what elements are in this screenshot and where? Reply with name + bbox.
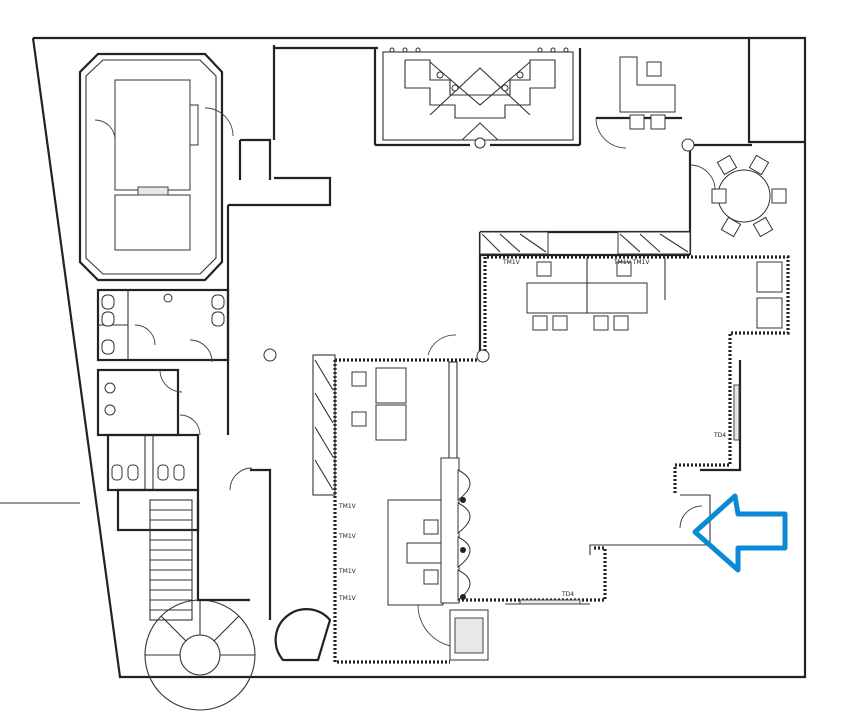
label-tm1v: TM1V TM1V — [613, 259, 650, 266]
car-room — [78, 52, 234, 282]
sofa-bank — [440, 457, 471, 604]
label-tm1v: TM1V — [338, 595, 357, 602]
label-td4: TD4 — [561, 591, 574, 598]
label-tm1v: TM1V — [338, 503, 357, 510]
central-office: TM1V TM1V TM1V TM1V — [312, 334, 461, 648]
car-lower — [114, 194, 191, 251]
office-top-right — [595, 56, 695, 152]
cabinets — [479, 231, 691, 255]
label-td4: TD4 — [713, 432, 726, 439]
reception: TD4 TD4 — [449, 360, 742, 661]
door-swing — [94, 119, 116, 141]
building-outline — [0, 36, 807, 679]
meeting-room — [689, 154, 787, 238]
label-tm1v: TM1V — [338, 533, 357, 540]
entrance-arrow-icon — [692, 493, 788, 573]
label-tm1v: TM1V — [502, 259, 521, 266]
label-tm1v: TM1V — [338, 568, 357, 575]
l-desk — [619, 56, 676, 113]
garden-planter — [382, 47, 574, 149]
restrooms — [96, 288, 277, 492]
staircase — [116, 467, 332, 711]
car-upper — [114, 79, 191, 191]
door-swing — [204, 107, 234, 137]
workstations: TM1V TM1V TM1V — [502, 258, 783, 331]
